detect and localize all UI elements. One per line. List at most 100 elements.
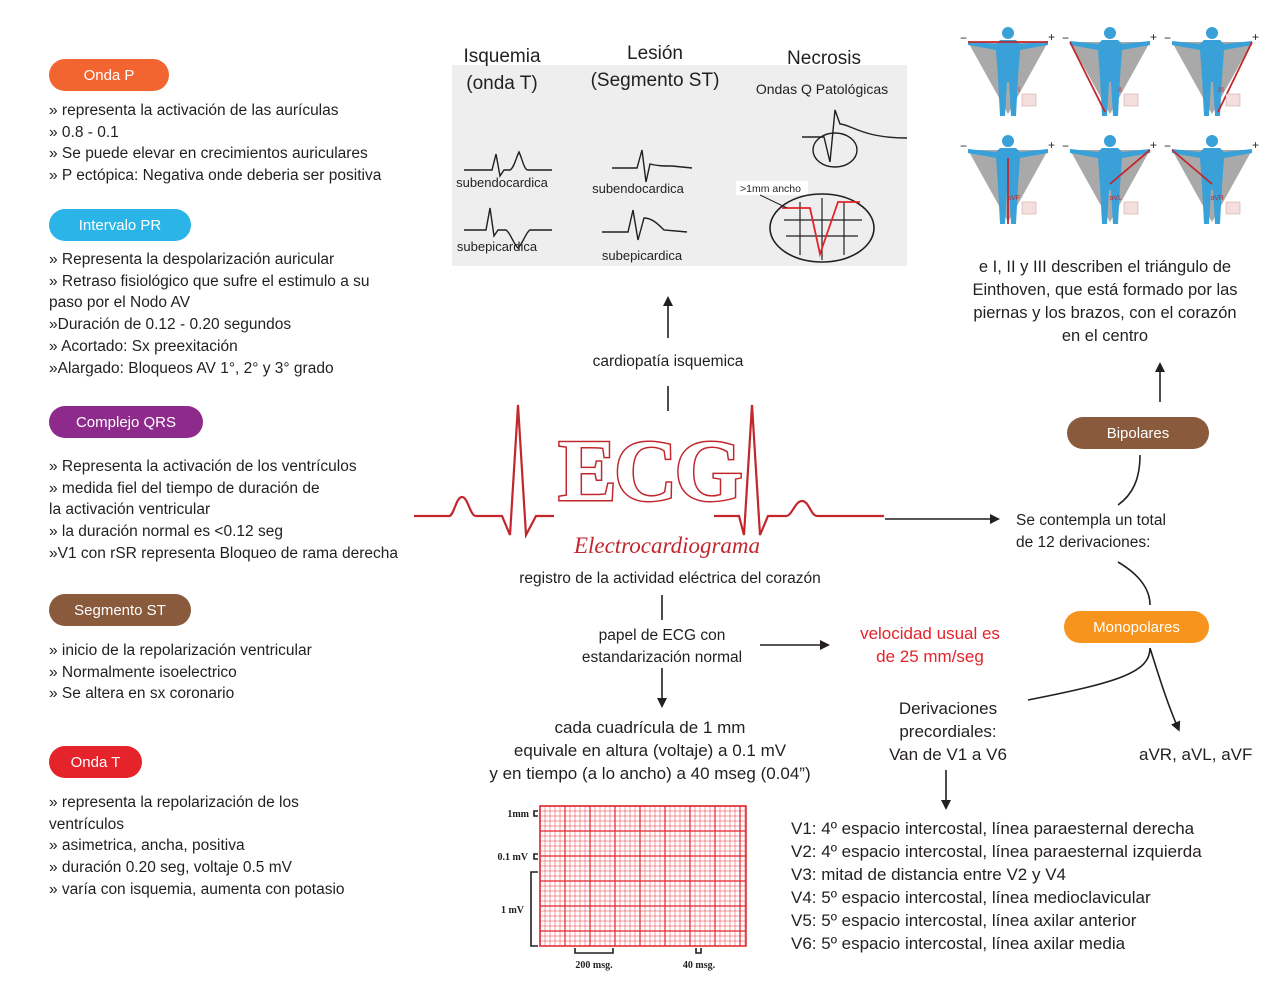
complejo-qrs-line: »V1 con rSR representa Bloqueo de rama d… xyxy=(49,544,398,562)
curve-to-monopolares xyxy=(1117,561,1151,606)
total-text: Se contempla un total de 12 derivaciones… xyxy=(1016,512,1166,551)
einthoven-figure-I: − + I xyxy=(960,27,1055,116)
col3-title: Necrosis xyxy=(787,48,861,69)
ecg-grid-graphic: 1mm 0.1 mV 1 mV 200 msg. 40 msg. xyxy=(497,805,747,971)
svg-text:II: II xyxy=(1118,87,1122,94)
segmento-st-line: » Se altera en sx coronario xyxy=(49,685,235,703)
curve-to-bipolares xyxy=(1117,454,1141,506)
svg-text:+: + xyxy=(1150,30,1157,44)
v-list-item: V4: 5º espacio intercostal, línea medioc… xyxy=(791,888,1151,907)
ischemia-epi-label: subepicardica xyxy=(457,239,538,254)
ecg-logo-graphic: ECG Electrocardiograma xyxy=(414,404,884,558)
svg-text:−: − xyxy=(1164,31,1171,45)
onda-p-line: » representa la activación de las aurícu… xyxy=(49,102,339,119)
intervalo-pr-line: » Retraso fisiológico que sufre el estim… xyxy=(49,272,370,290)
v-list-item: V6: 5º espacio intercostal, línea axilar… xyxy=(791,934,1126,953)
einthoven-figure-aVF: − + aVF xyxy=(960,135,1055,224)
col2-title-line2: (Segmento ST) xyxy=(591,70,720,91)
ecg-subtitle: Electrocardiograma xyxy=(573,533,760,558)
svg-text:aVF: aVF xyxy=(1007,195,1020,202)
einthoven-figure-aVR: −+aVR xyxy=(1164,135,1259,224)
segmento-st-pill: Segmento ST xyxy=(49,594,191,626)
onda-t-line: » representa la repolarización de los xyxy=(49,794,299,811)
svg-text:+: + xyxy=(1048,138,1055,152)
col2-title-line1: Lesión xyxy=(627,43,683,64)
svg-text:+: + xyxy=(1252,30,1259,44)
ecg-trace xyxy=(414,404,884,539)
lesion-epi-trace xyxy=(602,209,688,241)
necrosis-circle-small xyxy=(812,132,858,168)
intervalo-pr-line: »Duración de 0.12 - 0.20 segundos xyxy=(49,316,292,334)
intervalo-pr-text: » Representa la despolarización auricula… xyxy=(49,249,370,379)
precordiales-text: Derivaciones precordiales: Van de V1 a V… xyxy=(889,699,1007,764)
svg-text:−: − xyxy=(960,139,967,153)
onda-p-line: » 0.8 - 0.1 xyxy=(49,123,119,141)
svg-text:−: − xyxy=(960,31,967,45)
ecg-center: ECG Electrocardiograma xyxy=(414,385,884,585)
onda-p-line: » P ectópica: Negativa onde deberia ser … xyxy=(49,167,382,185)
onda-p-text: » representa la activación de las aurícu… xyxy=(49,100,381,187)
grid-label-40: 40 msg. xyxy=(683,960,716,971)
onda-t-line: » varía con isquemia, aumenta con potasi… xyxy=(49,880,345,898)
ischemia-epi-trace xyxy=(464,207,552,249)
onda-t-text: » representa la repolarización de los ve… xyxy=(49,792,345,901)
v-list-item: V1: 4º espacio intercostal, línea paraes… xyxy=(791,819,1195,838)
arrow-to-augmented xyxy=(1149,647,1181,732)
einthoven-figures: −+I−+II−+III−+aVF−+aVL−+aVR xyxy=(960,24,1260,232)
papel-text: papel de ECG con estandarización normal xyxy=(581,627,743,666)
svg-text:III: III xyxy=(1218,87,1224,94)
curve-to-precordiales xyxy=(1027,647,1151,701)
onda-t-line: » asimetrica, ancha, positiva xyxy=(49,837,245,855)
grid-lines xyxy=(539,805,747,947)
grid-label-200: 200 msg. xyxy=(575,960,613,971)
onda-p-pill: Onda P xyxy=(49,59,169,91)
ischemia-panel: Isquemia (onda T) Lesión (Segmento ST) N… xyxy=(452,40,908,266)
grid-label-1mv: 1 mV xyxy=(501,905,525,916)
grid-label-01mv: 0.1 mV xyxy=(497,852,528,863)
cuadricula-text: cada cuadrícula de 1 mm equivale en altu… xyxy=(489,718,811,783)
intervalo-pr-line: »Alargado: Bloqueos AV 1°, 2° y 3° grado xyxy=(49,359,334,377)
grid-label-1mm: 1mm xyxy=(507,809,529,820)
necrosis-circle-large xyxy=(769,193,875,263)
v-list-item: V2: 4º espacio intercostal, línea paraes… xyxy=(791,842,1202,861)
col1-title-line2: (onda T) xyxy=(466,73,537,94)
wide-label-box xyxy=(736,181,808,195)
intervalo-pr-line: paso por el Nodo AV xyxy=(49,294,191,312)
bracket-1mm xyxy=(533,810,538,817)
ecg-grid-paper: 1mm 0.1 mV 1 mV 200 msg. 40 msg. xyxy=(478,800,758,978)
complejo-qrs-line: » medida fiel del tiempo de duración de xyxy=(49,479,320,497)
einthoven-figure-III: − + III xyxy=(1164,27,1259,116)
augmented-leads-text: aVR, aVL, aVF xyxy=(1139,745,1253,764)
ecg-title: ECG xyxy=(558,423,741,520)
cardiopatia-text: cardiopatía isquemica xyxy=(592,353,744,370)
intervalo-pr-line: » Representa la despolarización auricula… xyxy=(49,251,335,268)
bracket-1mv xyxy=(530,871,538,947)
intervalo-pr-pill: Intervalo PR xyxy=(49,209,191,241)
necrosis-q-wave xyxy=(782,201,860,258)
lesion-epi-label: subepicardica xyxy=(602,248,683,263)
ischemia-panel-graphic: Isquemia (onda T) Lesión (Segmento ST) N… xyxy=(452,43,908,266)
complejo-qrs-pill: Complejo QRS xyxy=(49,406,203,438)
ischemia-subendo-label: subendocardica xyxy=(456,175,549,190)
complejo-qrs-line: » la duración normal es <0.12 seg xyxy=(49,523,283,541)
complejo-qrs-text: » Representa la activación de los ventrí… xyxy=(49,456,398,565)
col3-subtitle: Ondas Q Patológicas xyxy=(756,81,888,97)
lesion-subendo-trace xyxy=(612,149,693,183)
segmento-st-text: » inicio de la repolarización ventricula… xyxy=(49,640,312,705)
svg-text:I: I xyxy=(1018,87,1020,94)
onda-t-line: ventrículos xyxy=(49,815,124,833)
v-list-item: V5: 5º espacio intercostal, línea axilar… xyxy=(791,911,1137,930)
einthoven-figure-aVL: −+aVL xyxy=(1062,135,1157,224)
intervalo-pr-line: » Acortado: Sx preexitación xyxy=(49,337,238,355)
svg-text:−: − xyxy=(1062,31,1069,45)
bracket-200 xyxy=(574,948,614,954)
svg-text:+: + xyxy=(1048,30,1055,44)
complejo-qrs-line: la activación ventricular xyxy=(49,501,211,519)
segmento-st-line: » Normalmente isoelectrico xyxy=(49,663,237,681)
onda-t-pill: Onda T xyxy=(49,746,142,778)
registro-text: registro de la actividad eléctrica del c… xyxy=(519,570,821,587)
svg-text:+: + xyxy=(1150,138,1157,152)
svg-text:−: − xyxy=(1062,139,1069,153)
col1-title-line1: Isquemia xyxy=(463,46,541,67)
monopolares-pill: Monopolares xyxy=(1064,611,1209,643)
